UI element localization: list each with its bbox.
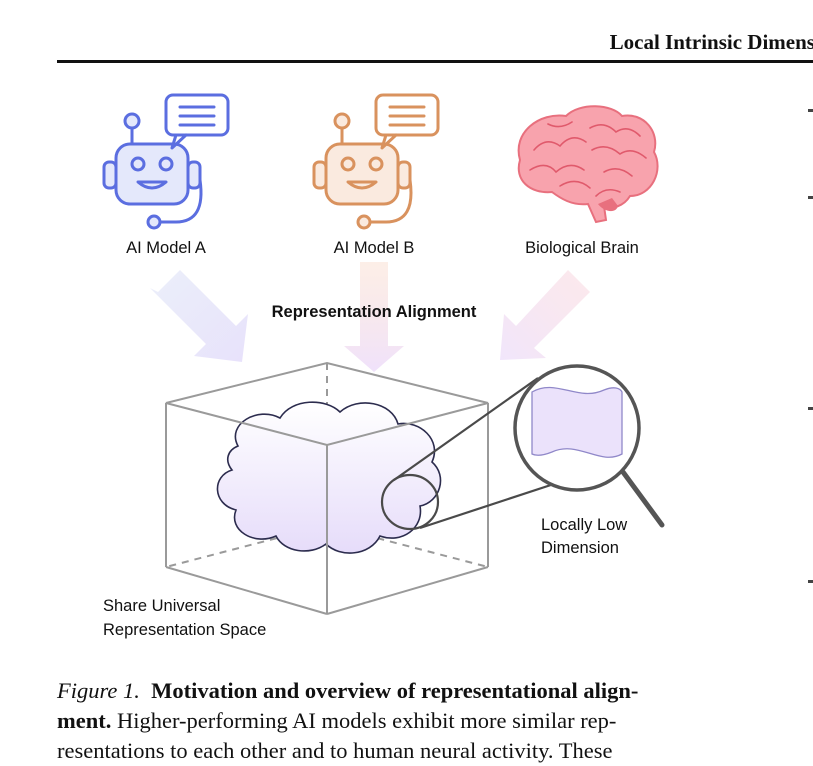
low-dimension-manifold xyxy=(531,386,623,458)
locally-low-label-line1: Locally Low xyxy=(541,516,627,534)
representation-alignment-label: Representation Alignment xyxy=(272,303,477,321)
representation-space-cube xyxy=(165,361,489,615)
overview-figure: AI Model A AI Model B Biological Brain R… xyxy=(102,93,665,639)
zoom-indicator xyxy=(380,377,561,531)
caption-fig-label: Figure 1. xyxy=(57,678,140,703)
ai-model-b-label: AI Model B xyxy=(334,239,415,257)
caption-title-line2: ment. xyxy=(57,708,112,733)
alignment-arrow-a xyxy=(150,270,248,362)
locally-low-label-line2: Dimension xyxy=(541,539,619,557)
alignment-arrow-b xyxy=(344,262,404,372)
header-rule xyxy=(57,60,813,63)
space-label-line2: Representation Space xyxy=(103,621,266,639)
ai-model-b-robot-icon xyxy=(312,93,440,230)
alignment-arrow-c xyxy=(500,270,590,360)
ai-model-a-label: AI Model A xyxy=(126,239,206,257)
biological-brain-label: Biological Brain xyxy=(525,239,639,257)
magnifier-icon xyxy=(513,364,665,528)
caption-text-line2: Higher-performing AI models exhibit more… xyxy=(111,708,617,733)
figure-caption: Figure 1. Motivation and overview of rep… xyxy=(57,676,757,766)
ai-model-a-robot-icon xyxy=(102,93,230,230)
brain-icon xyxy=(517,105,659,224)
running-header: Local Intrinsic Dimension xyxy=(609,30,813,54)
caption-title-line1: Motivation and overview of representatio… xyxy=(151,678,639,703)
space-label-line1: Share Universal xyxy=(103,597,220,615)
caption-text-line3: resentations to each other and to human … xyxy=(57,738,613,763)
